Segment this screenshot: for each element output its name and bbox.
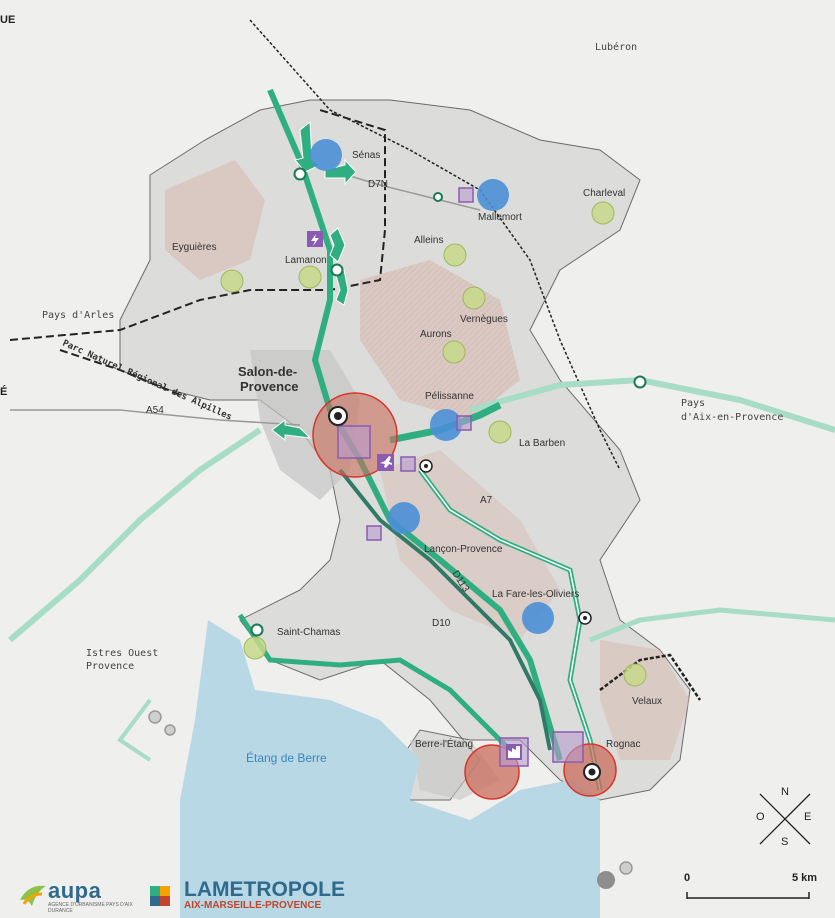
logos: aupa AGENCE D'URBANISME PAYS D'AIX DURAN… bbox=[10, 878, 350, 917]
label-pays-arles: Pays d'Arles bbox=[42, 310, 114, 321]
compass-south: S bbox=[781, 836, 789, 848]
scale-line bbox=[686, 892, 810, 899]
corridor-light-south bbox=[589, 607, 835, 643]
label-etang: Étang de Berre bbox=[246, 750, 327, 765]
compass-east: E bbox=[804, 811, 812, 823]
label-la-fare: La Fare-les-Oliviers bbox=[492, 589, 579, 600]
label-velaux: Velaux bbox=[632, 696, 662, 707]
label-mallemort: Mallemort bbox=[478, 212, 522, 223]
pole-aurons bbox=[442, 340, 466, 364]
pole-saint-chamas bbox=[243, 636, 267, 660]
scale-end: 5 km bbox=[792, 872, 818, 884]
corridor-light-istres bbox=[117, 698, 152, 762]
metropole-sub: AIX-MARSEILLE-PROVENCE bbox=[184, 900, 322, 911]
corridor-d113 bbox=[338, 468, 552, 751]
label-pelissanne: Pélissanne bbox=[425, 391, 474, 402]
label-pays-aix-2: d'Aix-en-Provence bbox=[681, 412, 783, 423]
station-icon bbox=[433, 192, 443, 202]
pole-la-fare bbox=[522, 602, 554, 634]
corridor-light-west bbox=[8, 427, 262, 643]
relief-velaux bbox=[600, 640, 690, 760]
aupa-logo: aupa AGENCE D'URBANISME PAYS D'AIX DURAN… bbox=[18, 878, 133, 915]
zone-rognac bbox=[552, 731, 584, 763]
label-a54: A54 bbox=[146, 405, 164, 416]
zone-pelissanne bbox=[456, 415, 472, 431]
pole-alleins bbox=[443, 243, 467, 267]
zone-mallemort bbox=[458, 187, 474, 203]
label-d10: D10 bbox=[432, 618, 451, 629]
station-icon bbox=[250, 623, 264, 637]
edge-text-top: UE bbox=[0, 14, 16, 26]
aupa-name: aupa bbox=[48, 878, 102, 903]
scale-bar: 0 5 km bbox=[684, 872, 824, 912]
station-dark-icon bbox=[597, 871, 615, 889]
energy-icon bbox=[307, 231, 323, 247]
metropole-logo: LAMETROPOLE AIX-MARSEILLE-PROVENCE bbox=[148, 878, 345, 917]
label-charleval: Charleval bbox=[583, 188, 625, 199]
park-boundary-south bbox=[59, 349, 181, 396]
label-rognac: Rognac bbox=[606, 739, 640, 750]
zone-lancon bbox=[366, 525, 382, 541]
road-d7n bbox=[329, 169, 481, 211]
station-grey-icon bbox=[148, 710, 633, 875]
railway-east bbox=[599, 653, 702, 701]
railway-north bbox=[249, 19, 621, 471]
etang-de-berre bbox=[180, 620, 600, 918]
road-a54 bbox=[10, 409, 301, 426]
label-eyguieres: Eyguières bbox=[172, 242, 216, 253]
aupa-tagline: AGENCE D'URBANISME PAYS D'AIX DURANCE bbox=[48, 902, 133, 914]
airport-icon bbox=[377, 454, 394, 471]
compass-cross bbox=[759, 793, 811, 845]
pole-pelissanne bbox=[430, 409, 462, 441]
label-salon-1: Salon-de- bbox=[238, 364, 297, 379]
label-berre: Berre-l'Étang bbox=[415, 737, 473, 750]
label-istres-2: Provence bbox=[86, 661, 134, 672]
label-aurons: Aurons bbox=[420, 329, 452, 340]
relief-costes bbox=[380, 450, 560, 640]
station-icon bbox=[293, 167, 307, 181]
label-d7n: D7N bbox=[368, 179, 388, 190]
zone-salon bbox=[337, 425, 371, 459]
station-icon bbox=[633, 375, 647, 389]
station-major-icon bbox=[583, 763, 601, 781]
label-luberon: Lubéron bbox=[595, 41, 637, 53]
label-salon-2: Provence bbox=[240, 379, 299, 394]
metropole-name: LAMETROPOLE bbox=[184, 878, 345, 901]
pole-lancon bbox=[388, 502, 420, 534]
aupa-mark-icon bbox=[20, 885, 46, 906]
label-lamanon: Lamanon bbox=[285, 255, 327, 266]
scale-start: 0 bbox=[684, 872, 691, 884]
label-la-barben: La Barben bbox=[519, 438, 565, 449]
pole-la-barben bbox=[488, 420, 512, 444]
zone-la-barben bbox=[400, 456, 416, 472]
compass-icon: N E S O bbox=[752, 786, 818, 852]
corridor-saint-chamas bbox=[237, 613, 512, 752]
pole-mallemort bbox=[477, 179, 509, 211]
label-senas: Sénas bbox=[352, 150, 380, 161]
label-pays-aix-1: Pays bbox=[681, 398, 705, 409]
metropole-mark-icon bbox=[150, 886, 170, 906]
pole-senas bbox=[310, 139, 342, 171]
label-vernegues: Vernègues bbox=[460, 314, 508, 325]
label-a7: A7 bbox=[480, 495, 493, 506]
station-icon bbox=[330, 263, 344, 277]
label-lancon: Lançon-Provence bbox=[424, 544, 503, 555]
label-istres-1: Istres Ouest bbox=[86, 648, 158, 659]
pole-velaux bbox=[623, 663, 647, 687]
label-saint-chamas: Saint-Chamas bbox=[277, 627, 340, 638]
compass-west: O bbox=[756, 811, 765, 823]
pole-vernegues bbox=[462, 286, 486, 310]
relief-alpilles bbox=[165, 160, 265, 280]
edge-text-middle: É bbox=[0, 386, 8, 398]
pole-lamanon bbox=[298, 265, 322, 289]
pole-charleval bbox=[591, 201, 615, 225]
arrow-icons bbox=[271, 121, 357, 442]
station-major-icon bbox=[328, 406, 348, 426]
pole-eyguieres bbox=[220, 269, 244, 293]
label-alleins: Alleins bbox=[414, 235, 443, 246]
compass-north: N bbox=[781, 786, 789, 798]
industry-icon bbox=[506, 744, 522, 760]
